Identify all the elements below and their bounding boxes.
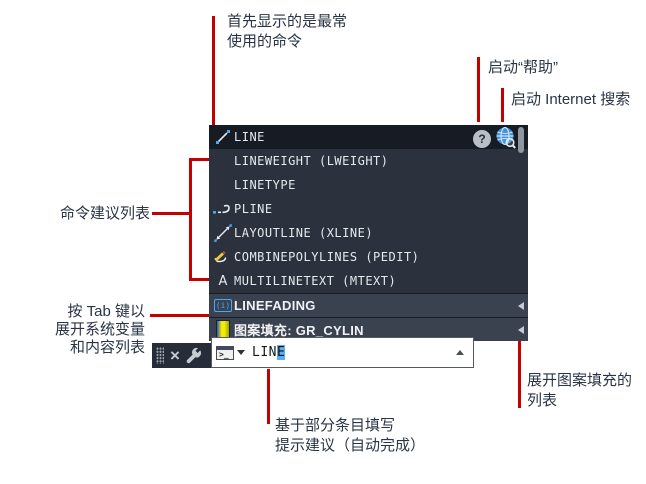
text-a-icon: A bbox=[218, 273, 228, 289]
help-icon[interactable]: ? bbox=[473, 130, 491, 148]
polyline-icon bbox=[212, 202, 234, 216]
collapse-arrow-icon[interactable] bbox=[518, 302, 524, 310]
sysvar-icon: (i) bbox=[214, 299, 232, 312]
autocomplete-highlight: E bbox=[276, 345, 286, 360]
annotation-press-tab: 按 Tab 键以 展开系统变量 和内容列表 bbox=[54, 303, 145, 356]
command-prompt-icon[interactable]: >_ bbox=[216, 345, 234, 360]
section-linefading[interactable]: (i) LINEFADING bbox=[209, 293, 528, 317]
wrench-icon[interactable] bbox=[185, 347, 202, 364]
suggestion-item-multilinetext[interactable]: A MULTILINETEXT (MTEXT) bbox=[209, 269, 528, 293]
callout-bracket-suggestions bbox=[189, 158, 192, 281]
line-icon bbox=[212, 128, 234, 146]
internet-search-icon[interactable] bbox=[495, 126, 517, 155]
suggestion-item-pline[interactable]: PLINE bbox=[209, 197, 528, 221]
drag-handle-icon[interactable] bbox=[156, 347, 164, 364]
annotation-command-suggestions: 命令建议列表 bbox=[59, 205, 150, 222]
suggestion-item-lineweight[interactable]: LINEWEIGHT (LWEIGHT) bbox=[209, 149, 528, 173]
annotation-autocomplete: 基于部分条目填写 提示建议（自动完成） bbox=[275, 417, 426, 454]
annotation-launch-help: 启动“帮助” bbox=[488, 59, 558, 76]
scrollbar-thumb[interactable] bbox=[518, 127, 524, 153]
annotation-expand-hatch: 展开图案填充的 列表 bbox=[527, 372, 633, 409]
annotation-launch-internet: 启动 Internet 搜索 bbox=[511, 91, 631, 108]
callout-line-internet bbox=[501, 88, 504, 122]
annotation-most-used: 首先显示的是最常 使用的命令 bbox=[227, 13, 348, 50]
callout-line-help bbox=[477, 57, 480, 122]
callout-line-most-used bbox=[212, 16, 215, 125]
chevron-up-icon[interactable] bbox=[456, 350, 464, 355]
callout-bracket-top-foot bbox=[189, 158, 209, 161]
callout-line-autocomplete bbox=[267, 369, 270, 424]
chevron-down-icon[interactable] bbox=[237, 350, 245, 355]
command-suggestion-popup: LINE LINEWEIGHT (LWEIGHT) LINETYPE PLINE bbox=[209, 125, 528, 341]
suggestion-item-combinepolylines[interactable]: COMBINEPOLYLINES (PEDIT) bbox=[209, 245, 528, 269]
callout-line-suggestions-label bbox=[152, 212, 189, 215]
command-input[interactable]: >_ LINE bbox=[211, 337, 474, 368]
collapse-arrow-icon[interactable] bbox=[518, 326, 524, 334]
close-icon[interactable]: × bbox=[170, 346, 180, 365]
xline-icon bbox=[212, 224, 234, 242]
suggestion-item-linetype[interactable]: LINETYPE bbox=[209, 173, 528, 197]
cli-toolbar: × bbox=[152, 343, 211, 368]
callout-bracket-bottom-foot bbox=[189, 278, 209, 281]
callout-line-expand-hatch bbox=[518, 341, 521, 408]
pencil-edit-icon bbox=[212, 250, 234, 264]
callout-line-press-tab bbox=[150, 314, 209, 317]
command-text[interactable]: LINE bbox=[252, 345, 286, 360]
suggestion-item-layoutline[interactable]: LAYOUTLINE (XLINE) bbox=[209, 221, 528, 245]
